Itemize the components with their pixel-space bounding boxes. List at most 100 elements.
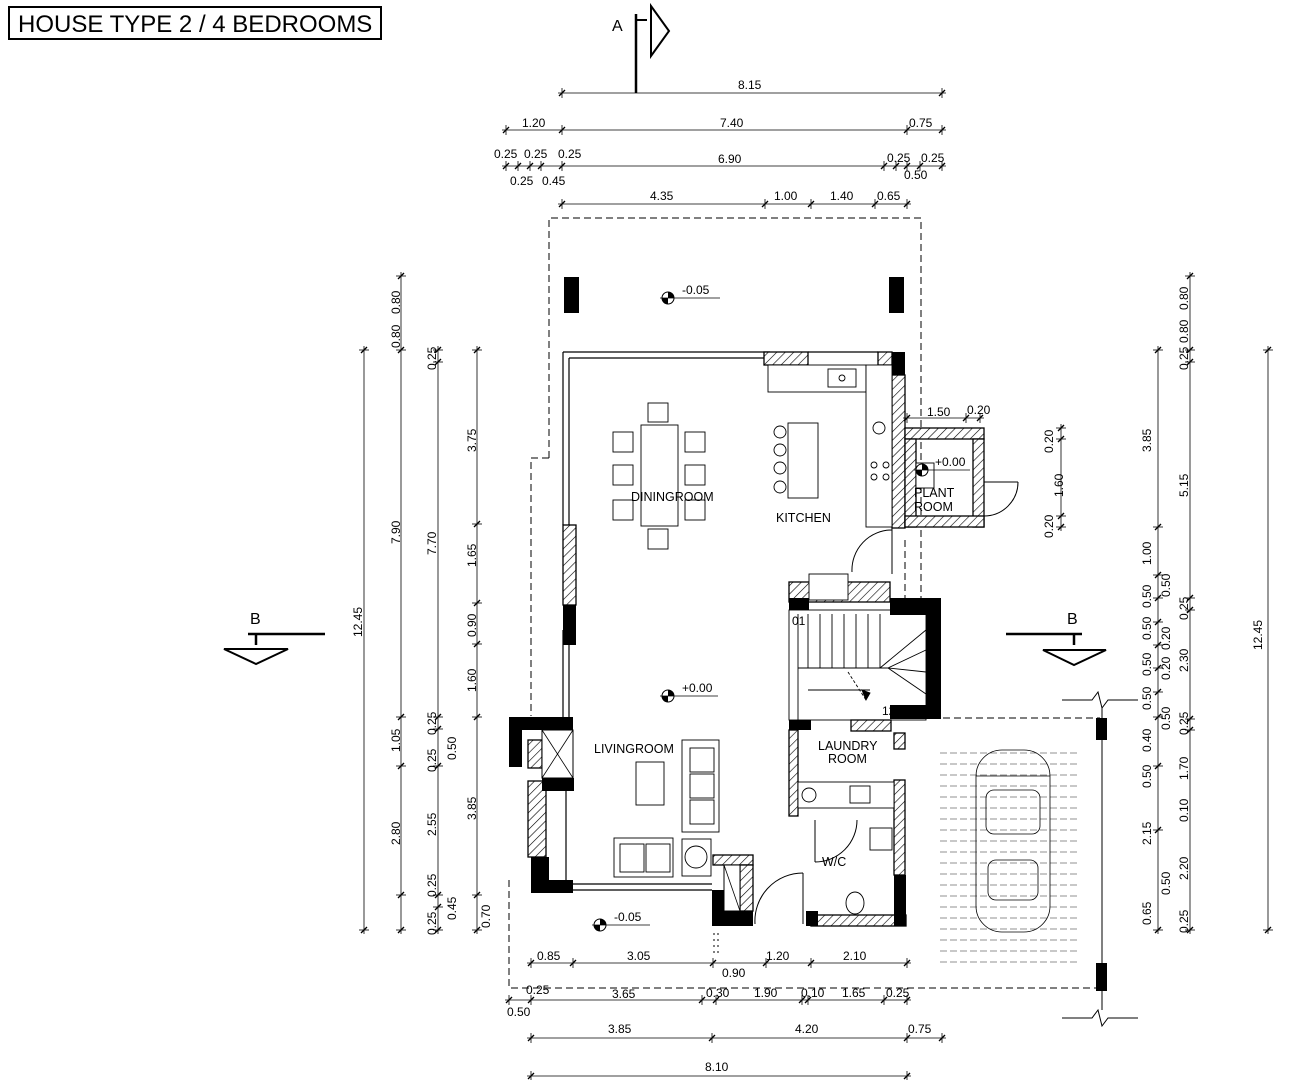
- stair-start-label: 01: [792, 614, 806, 628]
- dim-right-total: 12.45: [1251, 620, 1265, 650]
- svg-text:0.80: 0.80: [1177, 286, 1191, 310]
- dashed-outlines: [508, 217, 1100, 989]
- svg-text:3.75: 3.75: [465, 428, 479, 452]
- section-b-right-label: B: [1067, 611, 1078, 628]
- svg-text:0.50: 0.50: [1159, 706, 1173, 730]
- svg-text:1.90: 1.90: [754, 986, 778, 1000]
- svg-text:0.50: 0.50: [1140, 584, 1154, 608]
- svg-text:4.35: 4.35: [650, 189, 674, 203]
- svg-text:0.75: 0.75: [908, 1022, 932, 1036]
- svg-text:0.90: 0.90: [722, 966, 746, 980]
- level-marker-entrance: -0.05: [592, 910, 650, 932]
- svg-text:0.30: 0.30: [706, 986, 730, 1000]
- dimensions-bottom: 0.85 3.05 1.20 2.10 0.90 0.25 3.65 0.30 …: [507, 949, 932, 1074]
- svg-text:0.20: 0.20: [1042, 514, 1056, 538]
- svg-text:+0.00: +0.00: [682, 681, 713, 695]
- terrace-column-left: [564, 277, 579, 313]
- svg-text:3.85: 3.85: [608, 1022, 632, 1036]
- drawing-title: HOUSE TYPE 2 / 4 BEDROOMS: [8, 6, 383, 40]
- svg-text:2.15: 2.15: [1140, 821, 1154, 845]
- svg-text:6.90: 6.90: [718, 152, 742, 166]
- svg-text:0.25: 0.25: [1177, 346, 1191, 370]
- section-marker-b-right: B: [1006, 611, 1107, 667]
- level-marker-terrace: -0.05: [660, 283, 720, 305]
- svg-text:0.25: 0.25: [425, 346, 439, 370]
- svg-text:0.50: 0.50: [1140, 616, 1154, 640]
- svg-text:0.25: 0.25: [887, 151, 911, 165]
- svg-text:0.20: 0.20: [1042, 429, 1056, 453]
- dim-bottom-total: 8.10: [705, 1060, 729, 1074]
- svg-text:2.10: 2.10: [843, 949, 867, 963]
- svg-text:0.25: 0.25: [425, 711, 439, 735]
- svg-text:7.40: 7.40: [720, 116, 744, 130]
- svg-text:1.00: 1.00: [774, 189, 798, 203]
- section-marker-a: A: [612, 2, 671, 93]
- room-label-wc: W/C: [822, 855, 846, 869]
- svg-text:0.25: 0.25: [425, 748, 439, 772]
- svg-text:0.20: 0.20: [1159, 626, 1173, 650]
- svg-text:0.25: 0.25: [886, 986, 910, 1000]
- furniture: [612, 364, 935, 915]
- svg-text:3.05: 3.05: [627, 949, 651, 963]
- svg-text:7.90: 7.90: [389, 520, 403, 544]
- svg-text:1.65: 1.65: [465, 543, 479, 567]
- svg-text:0.50: 0.50: [1140, 764, 1154, 788]
- level-markers: -0.05 +0.00 +0.00 -0.05: [592, 283, 970, 932]
- room-label-laundry-1: LAUNDRY: [818, 739, 878, 753]
- svg-text:0.25: 0.25: [425, 873, 439, 897]
- svg-text:0.25: 0.25: [524, 147, 548, 161]
- svg-text:0.10: 0.10: [1177, 798, 1191, 822]
- svg-text:0.40: 0.40: [1140, 728, 1154, 752]
- svg-text:0.75: 0.75: [909, 116, 933, 130]
- svg-text:2.20: 2.20: [1177, 856, 1191, 880]
- dimensions-left: 12.45 0.80 7.90 1.05 2.80 0.25 0.80 0.25…: [351, 290, 493, 935]
- svg-text:1.50: 1.50: [927, 405, 951, 419]
- svg-text:0.10: 0.10: [801, 986, 825, 1000]
- svg-text:1.20: 1.20: [522, 116, 546, 130]
- svg-text:0.70: 0.70: [479, 904, 493, 928]
- dim-left-total: 12.45: [351, 607, 365, 637]
- svg-text:0.85: 0.85: [537, 949, 561, 963]
- room-label-kitchen: KITCHEN: [776, 511, 831, 525]
- svg-text:0.25: 0.25: [1177, 909, 1191, 933]
- room-label-dining: DININGROOM: [631, 490, 714, 504]
- svg-text:2.80: 2.80: [389, 821, 403, 845]
- svg-text:0.25: 0.25: [494, 147, 518, 161]
- svg-text:1.65: 1.65: [842, 986, 866, 1000]
- room-label-plant-2: ROOM: [914, 500, 953, 514]
- svg-text:1.00: 1.00: [1140, 541, 1154, 565]
- svg-text:0.50: 0.50: [1140, 686, 1154, 710]
- svg-text:1.70: 1.70: [1177, 756, 1191, 780]
- svg-text:-0.05: -0.05: [682, 283, 710, 297]
- svg-text:0.25: 0.25: [526, 983, 550, 997]
- svg-text:1.60: 1.60: [1052, 473, 1066, 497]
- svg-text:0.45: 0.45: [542, 174, 566, 188]
- svg-text:0.20: 0.20: [1159, 656, 1173, 680]
- svg-text:3.85: 3.85: [465, 796, 479, 820]
- svg-text:0.25: 0.25: [558, 147, 582, 161]
- room-label-living: LIVINGROOM: [594, 742, 674, 756]
- svg-text:0.50: 0.50: [904, 168, 928, 182]
- svg-text:0.80: 0.80: [389, 324, 403, 348]
- svg-text:5.15: 5.15: [1177, 473, 1191, 497]
- svg-text:0.65: 0.65: [877, 189, 901, 203]
- dimensions-right: 0.20 1.60 0.20 3.85 1.00 0.50 0.50 0.50 …: [1042, 286, 1265, 933]
- carport: [938, 690, 1138, 1028]
- section-b-left-label: B: [250, 611, 261, 628]
- svg-text:0.50: 0.50: [507, 1005, 531, 1019]
- svg-text:0.25: 0.25: [1177, 596, 1191, 620]
- svg-text:0.80: 0.80: [1177, 319, 1191, 343]
- staircase: [788, 609, 939, 721]
- svg-text:1.20: 1.20: [766, 949, 790, 963]
- svg-text:0.90: 0.90: [465, 613, 479, 637]
- svg-text:0.50: 0.50: [445, 736, 459, 760]
- svg-text:0.50: 0.50: [1159, 871, 1173, 895]
- svg-text:0.25: 0.25: [1177, 711, 1191, 735]
- room-labels: DININGROOM KITCHEN PLANT ROOM LIVINGROOM…: [594, 486, 955, 869]
- svg-text:0.25: 0.25: [425, 911, 439, 935]
- level-marker-main: +0.00: [660, 681, 718, 703]
- svg-text:0.25: 0.25: [510, 174, 534, 188]
- svg-text:0.20: 0.20: [967, 403, 991, 417]
- svg-text:7.70: 7.70: [425, 531, 439, 555]
